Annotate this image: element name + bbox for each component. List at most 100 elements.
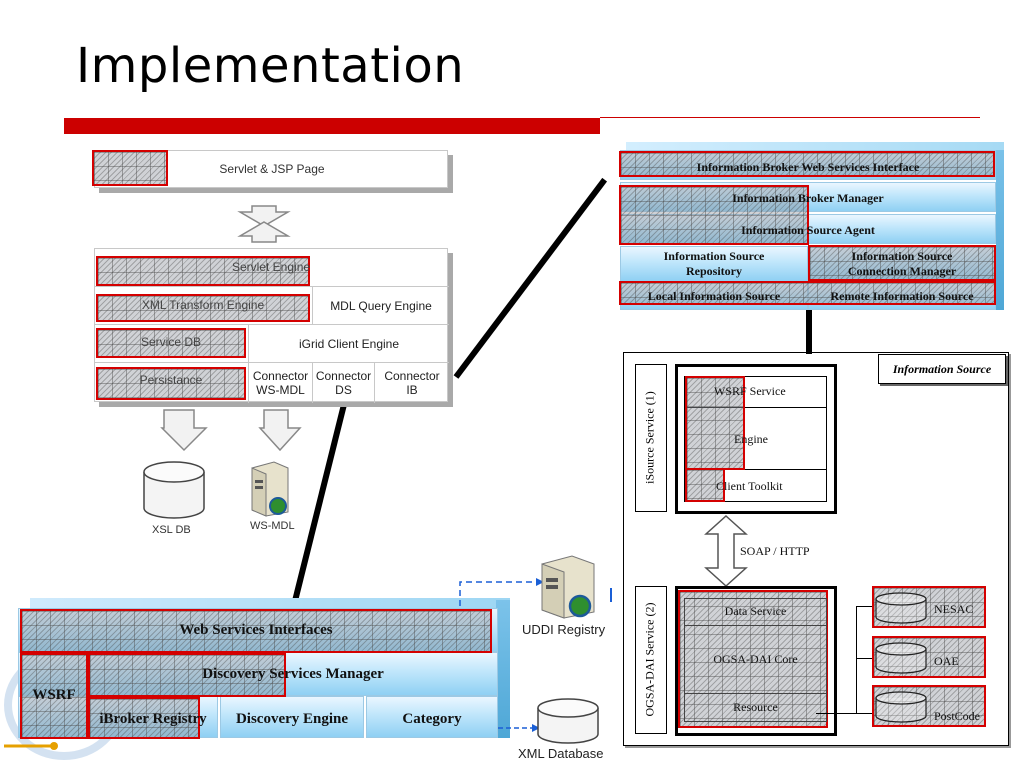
broker-ws-interface-highlight (619, 151, 995, 177)
updown-arrow-icon (237, 205, 291, 243)
broker-manager-label: Information Broker Manager (732, 191, 884, 205)
connection-manager-slab (808, 246, 996, 282)
soap-http-label: SOAP / HTTP (740, 544, 810, 558)
mdl-query-cell: MDL Query Engine (313, 287, 449, 325)
oae-label: OAE (934, 654, 959, 668)
servlet-engine-label: Servlet Engine (232, 260, 311, 274)
ws-interfaces-label: Web Services Interfaces (179, 622, 333, 638)
xml-transform-cell (95, 287, 313, 325)
database-icon (537, 698, 599, 744)
connector-ds-cell: Connector DS (313, 363, 375, 403)
client-toolkit-box (684, 470, 827, 502)
igrid-client-cell: iGrid Client Engine (249, 325, 449, 363)
servlet-engine-highlight (96, 256, 310, 286)
server-icon (251, 461, 289, 517)
isource-highlight (685, 376, 745, 470)
connector-ds-label: Connector DS (315, 369, 372, 397)
data-service-box (684, 598, 827, 626)
postcode-label: PostCode (934, 709, 981, 723)
service-db-highlight (96, 328, 246, 358)
servlet-engine-cell (95, 249, 449, 287)
engine-stack-box: MDL Query Engine iGrid Client Engine Con… (94, 248, 449, 403)
persistance-cell (95, 363, 249, 403)
category-slab (366, 696, 498, 738)
mdl-query-label: MDL Query Engine (330, 298, 432, 313)
resource-branch-line (816, 713, 874, 714)
service-db-cell (95, 325, 249, 363)
connector-ib-cell: Connector IB (375, 363, 449, 403)
isource-service-label: iSource Service (1) (642, 391, 657, 484)
database-icon (143, 461, 205, 519)
connector-wsmdl-label: Connector WS-MDL (252, 369, 309, 397)
client-toolkit-label: Client Toolkit (716, 479, 783, 493)
info-source-frame (623, 352, 1009, 746)
title-underline (64, 118, 600, 134)
nesac-branch-line (856, 606, 874, 607)
servlet-jsp-box: Servlet & JSP Page (94, 150, 448, 188)
broker-ws-interface-label: Information Broker Web Services Interfac… (696, 160, 920, 174)
ws-interfaces-highlight (20, 609, 492, 653)
igrid-client-label: iGrid Client Engine (298, 336, 400, 351)
uddi-registry-label: UDDI Registry (522, 622, 606, 637)
page-title: Implementation (76, 38, 465, 94)
wsrf-highlight (20, 653, 88, 739)
dashed-connector (498, 724, 540, 732)
nesac-label: NESAC (934, 602, 974, 616)
discovery-manager-label: Discovery Services Manager (202, 666, 384, 682)
category-label: Category (402, 711, 462, 727)
down-arrow-icon (160, 409, 208, 452)
ws-interfaces-slab (18, 608, 498, 652)
postcode-db-box (872, 685, 986, 727)
ws-mdl-label: WS-MDL (250, 520, 295, 532)
ogsa-highlight (678, 590, 828, 728)
connection-manager-label: Information Source Connection Manager (847, 249, 957, 278)
resource-tree-line (856, 606, 857, 714)
local-source-slab (620, 282, 808, 310)
xml-transform-label: XML Transform Engine (141, 298, 265, 312)
servlet-jsp-highlight (92, 150, 168, 186)
title-underline-thin (600, 117, 980, 118)
remote-source-slab (808, 282, 996, 310)
remote-source-label: Remote Information Source (830, 289, 974, 303)
xsl-db-label: XSL DB (152, 524, 191, 536)
local-source-label: Local Information Source (647, 289, 781, 303)
client-toolkit-highlight (685, 468, 725, 502)
logo-arrow-icon (4, 742, 58, 750)
service-db-label: Service DB (140, 335, 202, 349)
ibroker-registry-slab (88, 696, 218, 738)
isource-service-box (635, 364, 667, 512)
oae-branch-line (856, 658, 874, 659)
database-icon (875, 642, 927, 674)
broker-manager-highlight (619, 185, 809, 245)
repository-slab: Information Source Repository (620, 246, 808, 282)
ogsa-core-label: OGSA-DAI Core (713, 652, 798, 666)
discovery-engine-slab (220, 696, 364, 738)
data-service-label: Data Service (724, 604, 787, 618)
connector-wsmdl-cell: Connector WS-MDL (249, 363, 313, 403)
xml-database-label: XML Database (518, 746, 604, 761)
server-icon (541, 555, 595, 619)
ogsa-service-label: OGSA-DAI Service (2) (642, 602, 657, 717)
oae-db-box (872, 636, 986, 678)
xml-transform-highlight (96, 294, 310, 322)
uddi-connector-mark (610, 588, 612, 602)
broker-agent-label: Information Source Agent (741, 223, 875, 237)
wsrf-service-box (684, 376, 827, 408)
persistance-highlight (96, 367, 246, 400)
connector-ib-label: Connector IB (384, 369, 440, 397)
servlet-jsp-label: Servlet & JSP Page (219, 162, 325, 176)
engine-box (684, 408, 827, 470)
engine-label: Engine (734, 432, 768, 446)
info-source-label: Information Source (878, 354, 1006, 384)
broker-side-face (996, 142, 1004, 310)
resource-label: Resource (733, 700, 778, 714)
discovery-top-face (30, 598, 510, 610)
database-icon (875, 592, 927, 624)
connector-line-broker (453, 177, 608, 379)
ogsa-core-box (684, 626, 827, 694)
resource-box (684, 694, 827, 722)
broker-top-face (626, 142, 1004, 150)
local-remote-highlight (619, 281, 996, 305)
ibroker-registry-highlight (88, 697, 200, 739)
discovery-engine-label: Discovery Engine (235, 711, 349, 727)
